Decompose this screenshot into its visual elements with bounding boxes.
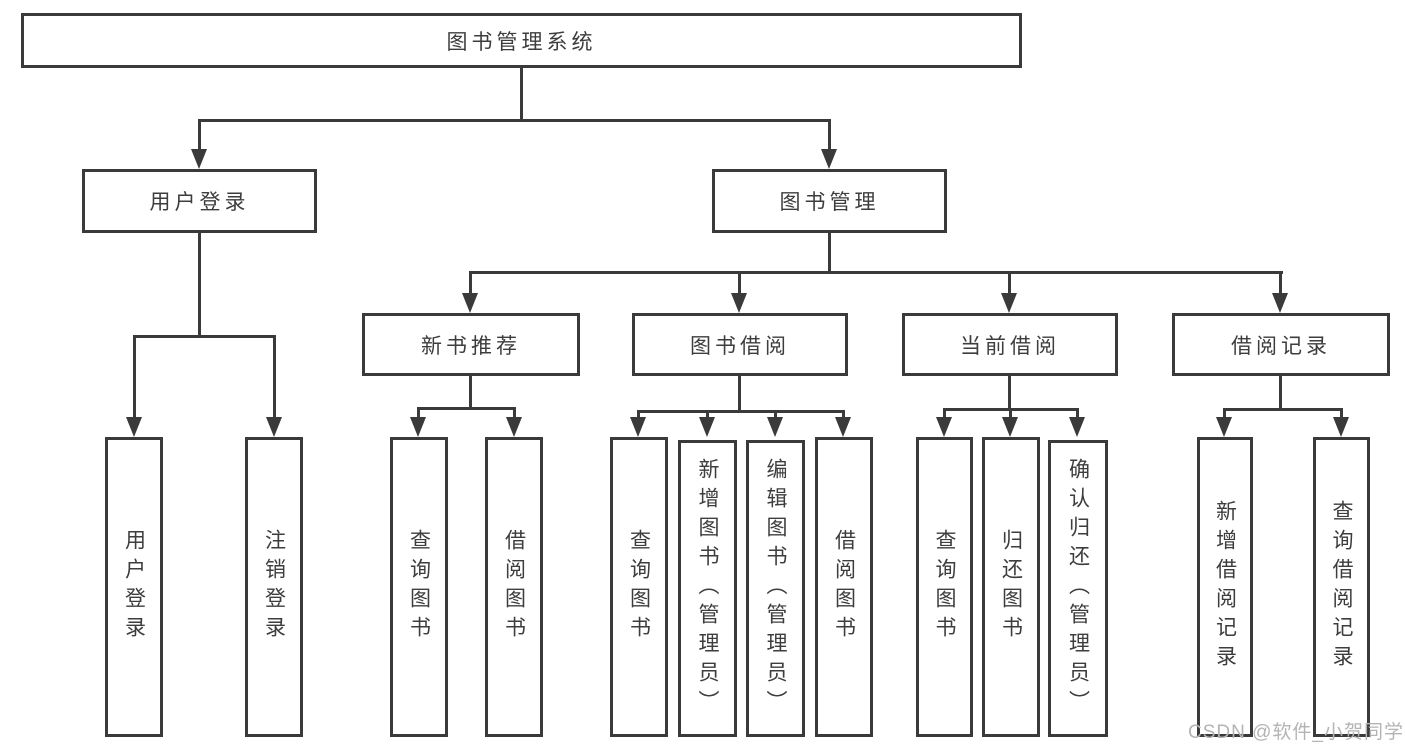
connector-line bbox=[520, 68, 523, 122]
leaf-confirm-return-admin: 确认归还（管理员） bbox=[1048, 440, 1108, 737]
arrowhead-icon bbox=[1002, 417, 1018, 437]
connector-line bbox=[198, 119, 201, 152]
arrowhead-icon bbox=[1272, 293, 1288, 313]
arrowhead-icon bbox=[410, 417, 426, 437]
leaf-query-borrow-record: 查询借阅记录 bbox=[1313, 437, 1370, 737]
leaf-edit-book-admin: 编辑图书（管理员） bbox=[746, 440, 805, 737]
connector-line bbox=[943, 408, 946, 420]
arrowhead-icon bbox=[731, 293, 747, 313]
node-borrow-record: 借阅记录 bbox=[1172, 313, 1390, 376]
arrowhead-icon bbox=[1001, 293, 1017, 313]
node-book-management: 图书管理 bbox=[712, 169, 947, 233]
connector-line bbox=[198, 119, 831, 122]
arrowhead-icon bbox=[1216, 417, 1232, 437]
arrowhead-icon bbox=[462, 293, 478, 313]
connector-line bbox=[1223, 408, 1226, 420]
connector-line bbox=[273, 335, 276, 420]
node-user-login: 用户登录 bbox=[82, 169, 317, 233]
arrowhead-icon bbox=[266, 417, 282, 437]
node-current-borrow: 当前借阅 bbox=[902, 313, 1118, 376]
connector-line bbox=[469, 376, 472, 410]
connector-line bbox=[133, 335, 136, 420]
connector-line bbox=[738, 376, 741, 413]
arrowhead-icon bbox=[1069, 417, 1085, 437]
arrowhead-icon bbox=[630, 417, 646, 437]
node-new-book-recommend: 新书推荐 bbox=[362, 313, 580, 376]
arrowhead-icon bbox=[936, 417, 952, 437]
leaf-borrow-book-recommend: 借阅图书 bbox=[485, 437, 543, 737]
leaf-query-book-current: 查询图书 bbox=[916, 437, 973, 737]
connector-line bbox=[198, 233, 201, 338]
watermark-text: CSDN @软件_小贺同学 bbox=[1188, 722, 1404, 743]
arrowhead-icon bbox=[767, 417, 783, 437]
connector-line bbox=[469, 271, 472, 296]
connector-line bbox=[828, 119, 831, 152]
arrowhead-icon bbox=[835, 417, 851, 437]
arrowhead-icon bbox=[506, 417, 522, 437]
leaf-add-borrow-record: 新增借阅记录 bbox=[1197, 437, 1253, 737]
arrowhead-icon bbox=[1333, 417, 1349, 437]
leaf-return-book: 归还图书 bbox=[982, 437, 1040, 737]
connector-line bbox=[513, 407, 516, 420]
connector-line bbox=[842, 410, 845, 420]
leaf-query-book-borrow: 查询图书 bbox=[610, 437, 668, 737]
leaf-borrow-book: 借阅图书 bbox=[815, 437, 873, 737]
arrowhead-icon bbox=[821, 149, 837, 169]
connector-line bbox=[706, 410, 709, 420]
leaf-query-book-recommend: 查询图书 bbox=[390, 437, 448, 737]
leaf-user-login: 用户登录 bbox=[105, 437, 163, 737]
connector-line bbox=[774, 410, 777, 420]
connector-line bbox=[417, 407, 516, 410]
connector-line bbox=[1223, 408, 1343, 411]
connector-line bbox=[1279, 271, 1282, 296]
leaf-logout: 注销登录 bbox=[245, 437, 303, 737]
connector-line bbox=[637, 410, 640, 420]
connector-line bbox=[1008, 376, 1011, 411]
connector-line bbox=[1008, 271, 1011, 296]
connector-line bbox=[1340, 408, 1343, 420]
node-book-borrow: 图书借阅 bbox=[632, 313, 848, 376]
connector-line bbox=[738, 271, 741, 296]
arrowhead-icon bbox=[191, 149, 207, 169]
connector-line bbox=[133, 335, 276, 338]
arrowhead-icon bbox=[699, 417, 715, 437]
arrowhead-icon bbox=[126, 417, 142, 437]
connector-line bbox=[1009, 408, 1012, 420]
connector-line bbox=[469, 271, 1283, 274]
connector-line bbox=[637, 410, 845, 413]
node-root: 图书管理系统 bbox=[21, 13, 1022, 68]
connector-line bbox=[417, 407, 420, 420]
connector-line bbox=[828, 233, 831, 274]
connector-line bbox=[1076, 408, 1079, 420]
leaf-add-book-admin: 新增图书（管理员） bbox=[678, 440, 737, 737]
connector-line bbox=[1279, 376, 1282, 411]
